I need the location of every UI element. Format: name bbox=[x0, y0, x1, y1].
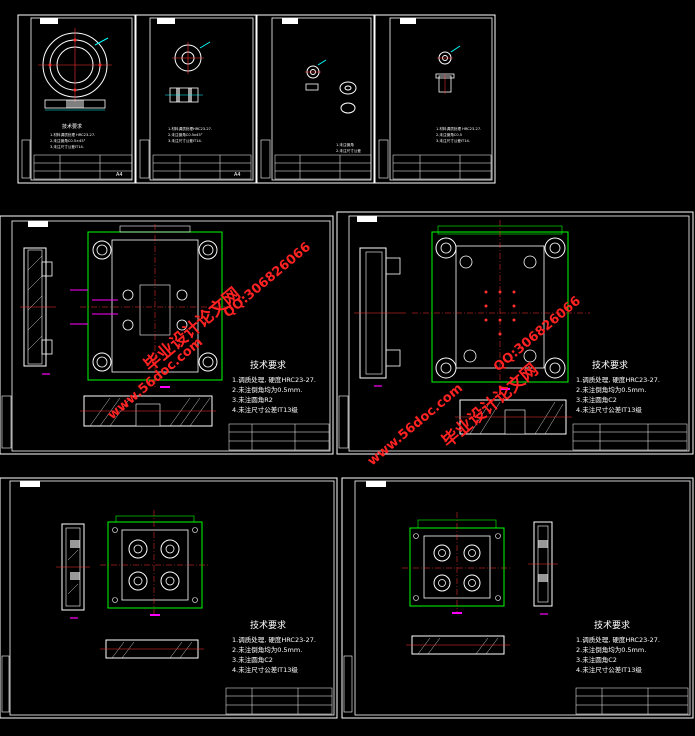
plate-drawing-3: 技术要求 1.调质处理, 硬度HRC23-27. 2.未注倒角均为0.5mm. … bbox=[0, 477, 338, 719]
sheet-1: 技术要求 1.材料调质处理 HRC23-27. 2.未注倒角C0.5×45° 3… bbox=[17, 14, 136, 184]
tech-note: 3.未注圆角R2 bbox=[232, 395, 273, 404]
tech-note: 2.未注倒角均为0.5mm. bbox=[576, 385, 646, 394]
sheet-2-notes: 1.材料调质处理HRC23-27. 2.未注倒角C0.5x45° 3.未注尺寸公… bbox=[168, 126, 212, 143]
watermark-brand: 毕业设计论文网 bbox=[438, 359, 543, 452]
tech-note: 2.未注倒角均为0.5mm. bbox=[576, 645, 646, 654]
plate-front-section bbox=[406, 635, 510, 655]
title-block bbox=[228, 423, 330, 451]
sheet-4-notes: 1.材料调质处理 HRC23-27. 2.未注倒角C0.5 3.未注尺寸公差IT… bbox=[436, 126, 481, 143]
plate-plan-view bbox=[412, 220, 590, 392]
title-block bbox=[572, 423, 688, 451]
tech-note: 4.未注尺寸公差IT13级 bbox=[576, 405, 642, 414]
watermark-qq: QQ:306826066 bbox=[221, 240, 314, 321]
title-block bbox=[225, 687, 333, 715]
pin-parts bbox=[305, 59, 357, 114]
tech-title: 技术要求 bbox=[594, 619, 630, 631]
watermark-qq: QQ:306826066 bbox=[491, 294, 584, 375]
bushing-section bbox=[165, 87, 203, 103]
plate-front-section bbox=[100, 639, 204, 659]
tech-note: 1.调质处理, 硬度HRC23-27. bbox=[576, 635, 660, 644]
tech-note: 4.未注尺寸公差IT13级 bbox=[232, 405, 298, 414]
watermark-brand: 毕业设计论文网 bbox=[140, 283, 245, 376]
tech-note: 3.未注圆角C2 bbox=[576, 395, 617, 404]
tech-title: 技术要求 bbox=[250, 359, 286, 371]
tech-note: 2.未注倒角均为0.5mm. bbox=[232, 385, 302, 394]
title-block bbox=[392, 154, 492, 180]
plate-plan-view bbox=[402, 512, 512, 614]
sheet-1-notes: 技术要求 1.材料调质处理 HRC23-27. 2.未注倒角C0.5×45° 3… bbox=[50, 123, 95, 149]
tech-note: 1.材料调质处理 HRC23-27. bbox=[436, 126, 481, 131]
plate-plan-view bbox=[70, 224, 230, 388]
side-section-view bbox=[20, 247, 56, 375]
plate-front-section bbox=[80, 395, 216, 427]
watermark-right: www.56doc.com 毕业设计论文网 QQ:306826066 bbox=[365, 294, 584, 469]
bushing-top-view bbox=[172, 41, 211, 74]
side-section-view bbox=[56, 523, 90, 619]
sheet-2: 1.材料调质处理HRC23-27. 2.未注倒角C0.5x45° 3.未注尺寸公… bbox=[135, 14, 257, 184]
plate-3-notes: 技术要求 1.调质处理, 硬度HRC23-27. 2.未注倒角均为0.5mm. … bbox=[232, 619, 316, 674]
sheet-size: A4 bbox=[116, 172, 123, 178]
side-section-view bbox=[528, 521, 558, 615]
plate-plan-view bbox=[100, 510, 210, 616]
tech-note: 2.未注倒角C0.5x45° bbox=[168, 132, 203, 137]
tech-note: 1.材料调质处理HRC23-27. bbox=[168, 126, 212, 131]
tech-note: 1.材料调质处理 HRC23-27. bbox=[50, 132, 95, 137]
plate-drawing-1: 技术要求 1.调质处理, 硬度HRC23-27. 2.未注倒角均为0.5mm. … bbox=[0, 215, 334, 455]
title-block bbox=[274, 154, 372, 180]
tech-note: 4.未注尺寸公差IT13级 bbox=[232, 665, 298, 674]
title-block bbox=[575, 687, 689, 715]
tech-title: 技术要求 bbox=[250, 619, 286, 631]
tech-note: 3.未注尺寸公差IT14. bbox=[50, 144, 84, 149]
tech-note: 1.调质处理, 硬度HRC23-27. bbox=[232, 375, 316, 384]
tech-note: 2.未注尺寸公差 bbox=[336, 148, 361, 153]
sprue-bushing bbox=[435, 45, 461, 94]
sheet-3: 1.未注倒角 2.未注尺寸公差 bbox=[256, 14, 375, 184]
plate-1-notes: 技术要求 1.调质处理, 硬度HRC23-27. 2.未注倒角均为0.5mm. … bbox=[232, 359, 316, 414]
plate-4-notes: 技术要求 1.调质处理, 硬度HRC23-27. 2.未注倒角均为0.5mm. … bbox=[576, 619, 660, 674]
plate-front-section bbox=[455, 399, 572, 435]
plate-2-notes: 技术要求 1.调质处理, 硬度HRC23-27. 2.未注倒角均为0.5mm. … bbox=[576, 359, 660, 414]
tech-note: 4.未注尺寸公差IT13级 bbox=[576, 665, 642, 674]
plate-drawing-2: 技术要求 1.调质处理, 硬度HRC23-27. 2.未注倒角均为0.5mm. … bbox=[336, 211, 694, 455]
tech-note: 3.未注尺寸公差IT14. bbox=[168, 138, 202, 143]
ring-part-top-view bbox=[38, 28, 112, 102]
tech-note: 2.未注倒角均为0.5mm. bbox=[232, 645, 302, 654]
sheet-1-tag bbox=[40, 18, 58, 24]
title-block: A4 bbox=[152, 154, 252, 180]
sheet-size: A4 bbox=[234, 172, 241, 178]
tech-note: 1.调质处理, 硬度HRC23-27. bbox=[232, 635, 316, 644]
plate-drawing-4: 技术要求 1.调质处理, 硬度HRC23-27. 2.未注倒角均为0.5mm. … bbox=[341, 477, 694, 719]
sheet-3-notes: 1.未注倒角 2.未注尺寸公差 bbox=[336, 142, 361, 153]
tech-note: 1.未注倒角 bbox=[336, 142, 354, 147]
tech-note: 3.未注圆角C2 bbox=[576, 655, 617, 664]
tech-title: 技术要求 bbox=[62, 123, 82, 130]
sheet-4: 1.材料调质处理 HRC23-27. 2.未注倒角C0.5 3.未注尺寸公差IT… bbox=[374, 14, 496, 184]
side-section-view bbox=[354, 247, 406, 387]
tech-note: 3.未注圆角C2 bbox=[232, 655, 273, 664]
tech-note: 2.未注倒角C0.5 bbox=[436, 132, 462, 137]
tech-title: 技术要求 bbox=[592, 359, 628, 371]
title-block: A4 bbox=[33, 154, 133, 180]
ring-part-section bbox=[44, 99, 106, 111]
tech-note: 1.调质处理, 硬度HRC23-27. bbox=[576, 375, 660, 384]
tech-note: 2.未注倒角C0.5×45° bbox=[50, 138, 86, 143]
tech-note: 3.未注尺寸公差IT14. bbox=[436, 138, 470, 143]
